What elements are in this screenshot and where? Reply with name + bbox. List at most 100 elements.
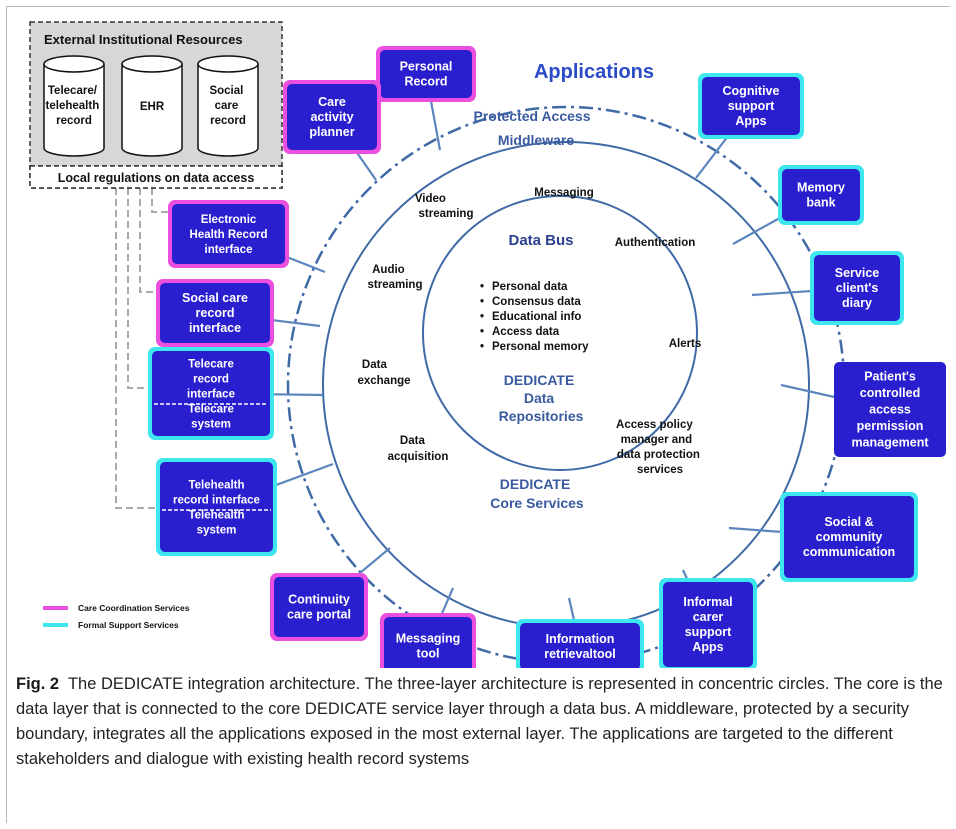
app-box-label-line: interface (205, 244, 253, 256)
app-box-label-line: Telehealth (188, 480, 244, 492)
app-box-label-line: retrievaltool (544, 647, 616, 661)
app-box-label-line: Social care (182, 291, 248, 305)
app-box-label-line: access (869, 403, 911, 417)
app-box-label-line: Health Record (190, 229, 268, 241)
app-box-label-line: Social & (824, 515, 873, 529)
core-service-line: exchange (357, 375, 410, 387)
app-box-label-line: Record (404, 75, 447, 89)
legend-formal-label: Formal Support Services (78, 620, 179, 630)
core-label-line: Core Services (490, 495, 584, 511)
figure-caption: Fig. 2 The DEDICATE integration architec… (16, 672, 946, 772)
app-box-label-line: diary (842, 296, 872, 310)
app-box-label-line: support (685, 625, 732, 639)
cylinder-ehr-label: EHR (140, 101, 165, 113)
app-box-fill (380, 50, 472, 98)
app-box-label-line: Apps (735, 114, 766, 128)
app-box-label-line: Apps (692, 640, 723, 654)
cylinder-social-line: record (210, 115, 246, 127)
legend-care-label: Care Coordination Services (78, 603, 190, 613)
middleware-label: Middleware (498, 132, 574, 148)
app-box-fill (152, 351, 270, 436)
cylinder-social-care-label: Social care record (209, 85, 246, 127)
core-service-data-exchange: Data exchange (357, 359, 410, 387)
app-box-label-line: carer (693, 610, 724, 624)
repositories-line: DEDICATE (504, 372, 575, 388)
app-box-label-line: Service (835, 266, 880, 280)
core-service-line: streaming (419, 208, 474, 220)
app-box-label-line: client's (836, 281, 879, 295)
caption-text: The DEDICATE integration architecture. T… (16, 675, 943, 768)
app-box-label-line: Telecare (188, 404, 234, 416)
data-item: • (480, 326, 484, 338)
data-item-label: Personal data (492, 281, 568, 293)
data-item: • (480, 311, 484, 323)
app-box-label-line: interface (187, 389, 235, 401)
core-service-audio: Audio streaming (368, 264, 423, 291)
core-service-line: Video (415, 193, 446, 205)
app-box-label-line: Messaging (396, 632, 461, 646)
repositories-line: Data (524, 390, 555, 406)
core-service-authentication: Authentication (615, 237, 696, 249)
app-box-label-line: Care (318, 95, 346, 109)
app-box-label-line: system (197, 525, 237, 537)
app-box-label-line: Information (546, 632, 615, 646)
app-box-fill (172, 204, 285, 264)
core-service-access-policy: Access policy manager and data protectio… (616, 419, 703, 476)
data-item-label: Personal memory (492, 341, 589, 353)
core-service-video: Video streaming (415, 193, 474, 220)
app-box-fill (663, 582, 753, 667)
app-box-label-line: support (728, 99, 775, 113)
app-box-label-line: management (851, 436, 929, 450)
core-service-data-acquisition: Data acquisition (388, 435, 449, 463)
figure-frame (6, 6, 950, 823)
app-box-label-line: activity (310, 110, 353, 124)
app-box-fill (287, 84, 377, 150)
data-items-list: •Personal data •Consensus data •Educatio… (480, 281, 589, 353)
cylinder-social-line: care (215, 100, 239, 112)
core-services: Video streaming Messaging Authentication… (357, 187, 703, 476)
app-box-fill (384, 617, 472, 668)
app-box-label-line: controlled (860, 386, 920, 400)
app-box-fill (834, 362, 946, 457)
app-box-label-line: interface (189, 321, 241, 335)
app-box-label-line: Personal (400, 60, 453, 74)
app-box-label-line: community (816, 530, 883, 544)
app-box-fill (274, 577, 364, 637)
app-box-label-line: record interface (173, 495, 260, 507)
data-bus-label: Data Bus (508, 232, 573, 249)
cylinder-telecare-line: record (56, 115, 92, 127)
cylinder-social-line: Social (209, 85, 243, 97)
regulations-label: Local regulations on data access (58, 171, 255, 185)
app-box-label-line: tool (417, 647, 440, 661)
core-service-line: streaming (368, 279, 423, 291)
data-item: • (480, 341, 484, 353)
repositories-line: Repositories (499, 408, 584, 424)
app-box-label-line: permission (857, 419, 924, 433)
core-service-line: services (637, 464, 683, 476)
core-label-line: DEDICATE (500, 476, 571, 492)
app-box-label-line: planner (309, 125, 354, 139)
app-box-label-line: communication (803, 545, 895, 559)
